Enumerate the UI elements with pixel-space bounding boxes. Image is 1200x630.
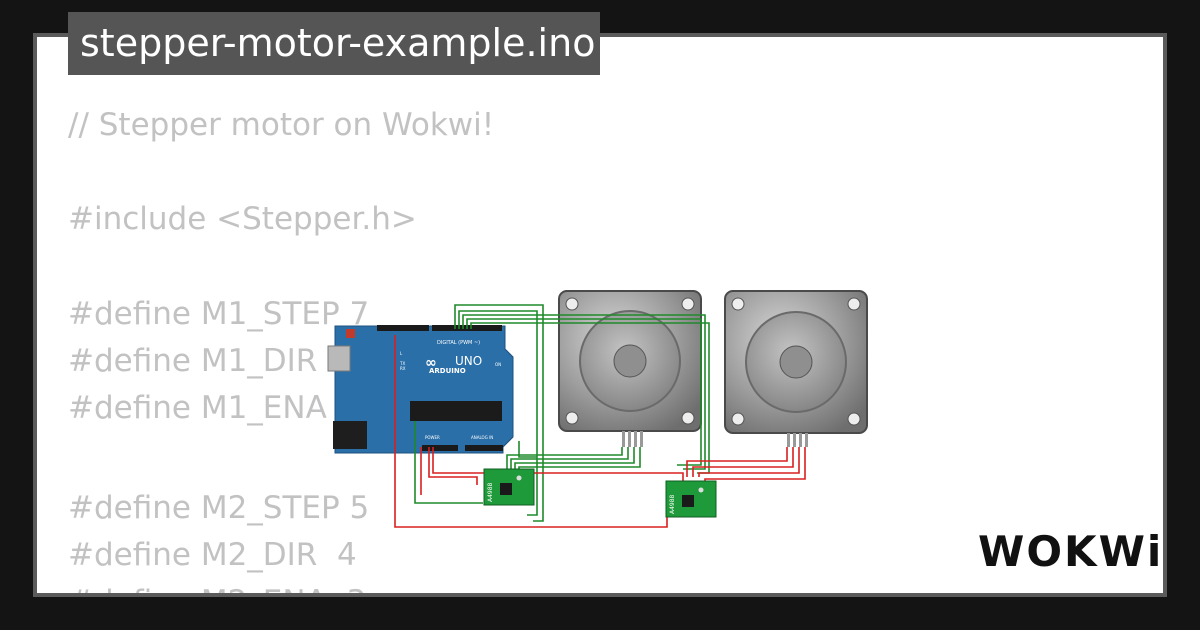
atmega-chip [410, 401, 502, 421]
red-wires [394, 335, 806, 528]
usb-port [327, 345, 351, 372]
board-model-label: UNO [455, 354, 482, 368]
power-header [422, 445, 458, 451]
stepper-motor-2[interactable] [724, 290, 868, 447]
l-led-label: L [400, 351, 403, 356]
analog-header [465, 445, 503, 451]
stepper-motor-1[interactable] [558, 290, 702, 447]
power-jack [333, 421, 367, 449]
arduino-board[interactable]: ∞ UNO ARDUINO DIGITAL (PWM ~) POWER ANAL… [327, 325, 514, 454]
page-title: stepper-motor-example.ino [80, 21, 596, 65]
tx-led-label: TX [399, 361, 405, 366]
digital-header-label: DIGITAL (PWM ~) [437, 340, 480, 346]
wokwi-logo: WOKWi [978, 527, 1164, 576]
rx-led-label: RX [400, 366, 406, 371]
preview-card: // Stepper motor on Wokwi! #include <Ste… [37, 37, 1163, 593]
analog-label: ANALOG IN [471, 435, 493, 440]
code-line: #define M2_ENA 3 [68, 584, 366, 593]
code-line: #include <Stepper.h> [68, 201, 417, 237]
code-line: #define M2_STEP 5 [68, 490, 370, 526]
code-line: #define M1_STEP 7 [68, 296, 370, 332]
board-brand-label: ARDUINO [429, 367, 466, 375]
a4988-driver-2[interactable]: A4988 [665, 480, 717, 518]
green-wires [414, 304, 710, 522]
a4988-driver-1[interactable]: A4988 [483, 468, 535, 506]
digital-header-2 [377, 325, 429, 331]
reset-button[interactable] [346, 329, 355, 338]
circuit-diagram: ∞ UNO ARDUINO DIGITAL (PWM ~) POWER ANAL… [327, 290, 868, 528]
power-label: POWER [425, 435, 440, 440]
code-line: #define M2_DIR 4 [68, 537, 357, 573]
driver-label: A4988 [487, 482, 494, 502]
driver-label: A4988 [669, 494, 676, 514]
code-line: // Stepper motor on Wokwi! [68, 107, 495, 143]
arduino-logo-icon: ∞ [425, 355, 437, 371]
on-led-label: ON [495, 362, 501, 367]
title-tab [68, 12, 600, 75]
